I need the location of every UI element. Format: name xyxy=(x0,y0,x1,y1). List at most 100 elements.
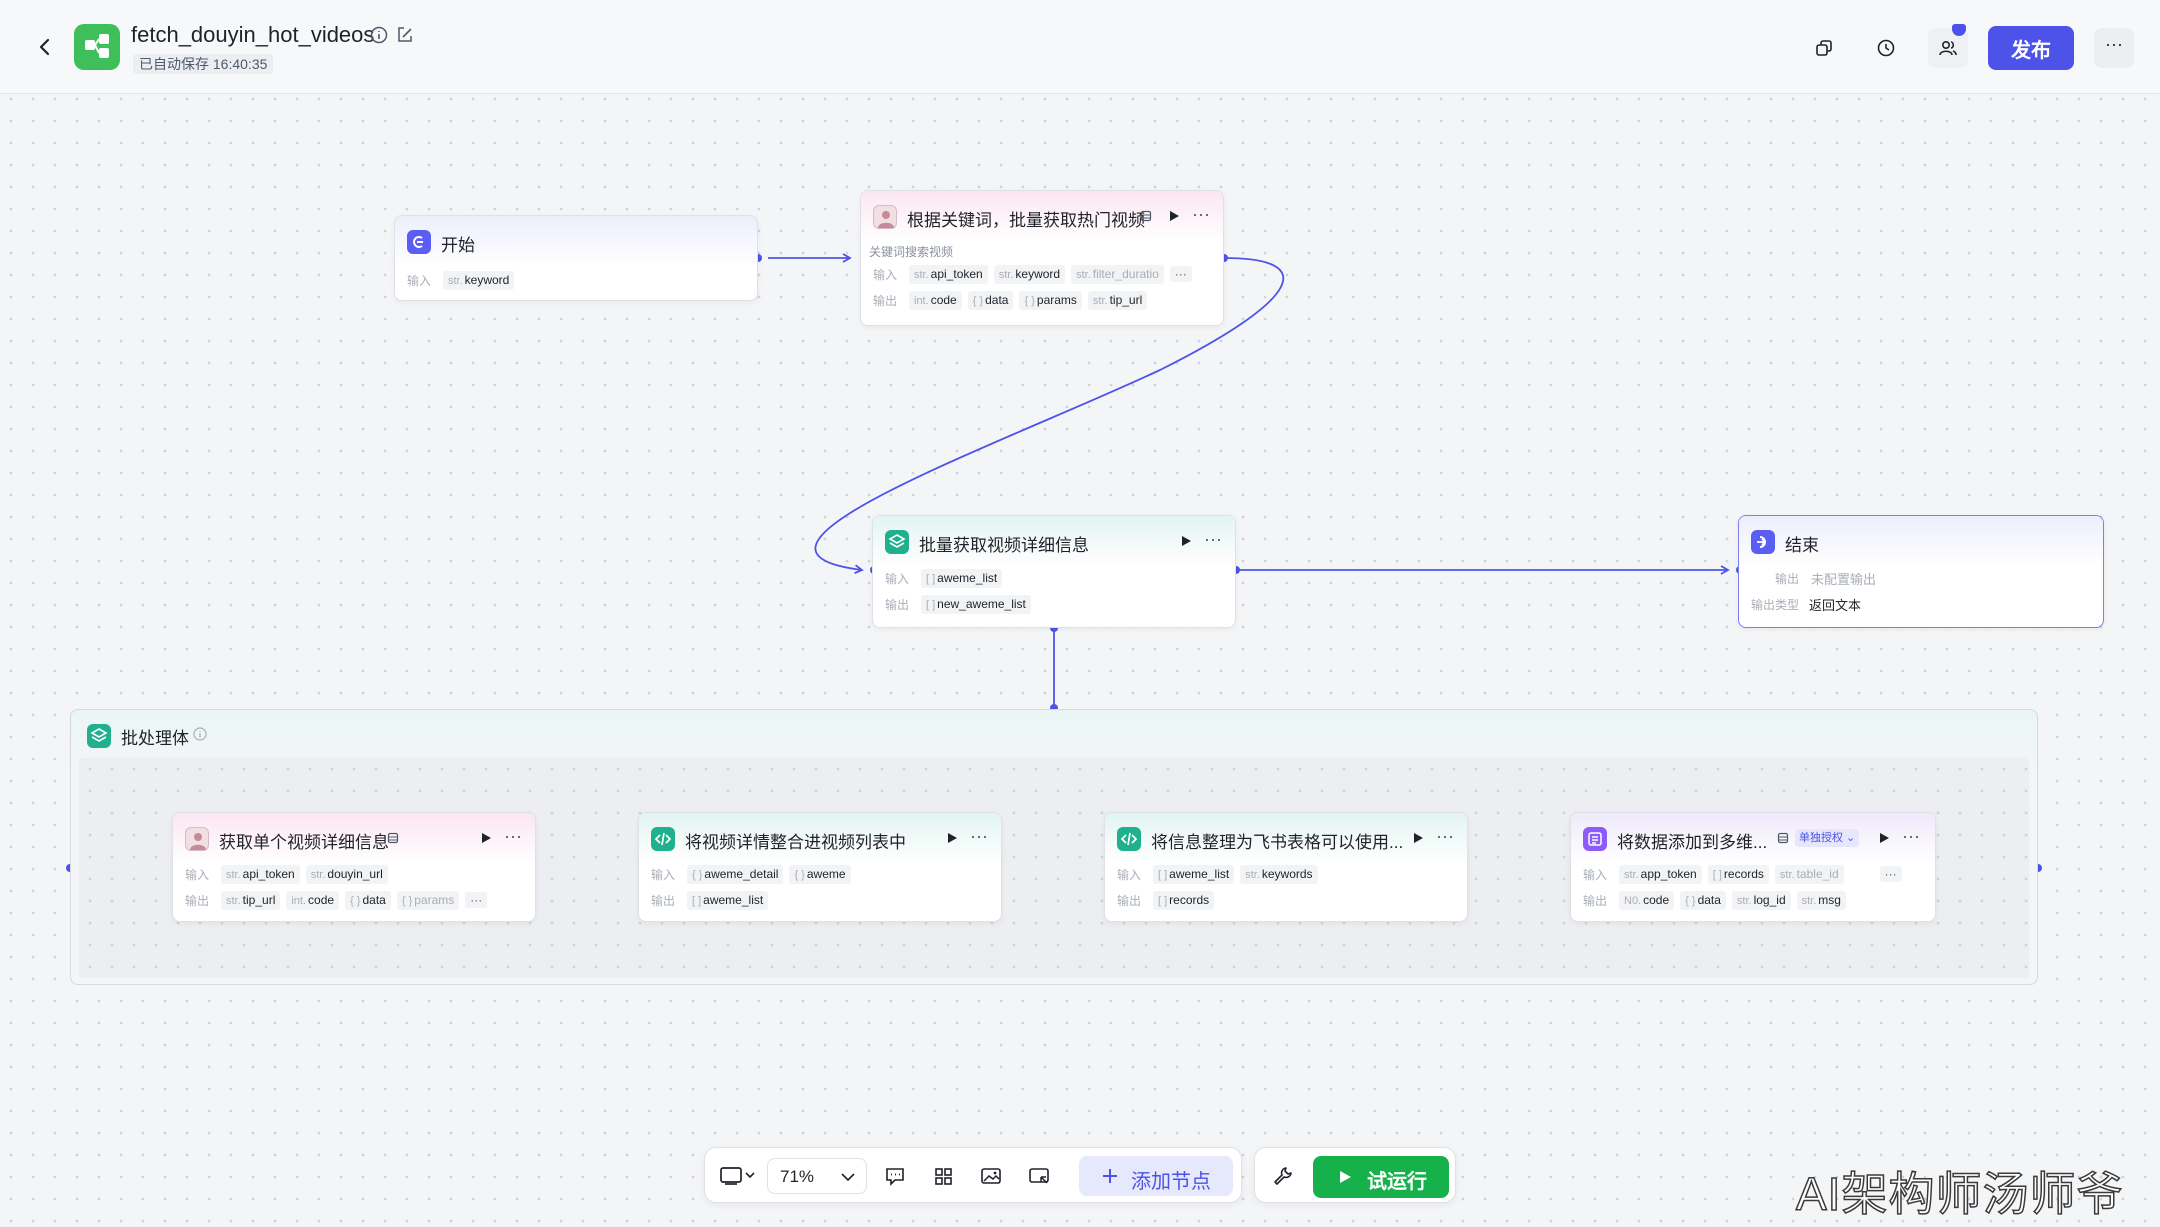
output-label: 输出 xyxy=(873,293,898,308)
node-outputs: 输出 str.tip_url int.code { }data { }param… xyxy=(185,889,488,911)
debug-tools-button[interactable] xyxy=(1269,1162,1297,1190)
param-tag: { }data xyxy=(967,290,1014,310)
node-search-videos[interactable]: 根据关键词，批量获取热门视频 ··· 关键词搜索视频 输入 str.api_to… xyxy=(860,190,1224,326)
watermark-text: AI架构师汤师爷 xyxy=(1795,1167,2124,1221)
node-title: 获取单个视频详细信息 xyxy=(219,833,389,852)
image-icon xyxy=(981,1168,1001,1184)
run-toolbar: 试运行 xyxy=(1254,1147,1456,1203)
param-tag: [ ]aweme_list xyxy=(921,568,1003,588)
auto-layout-button[interactable] xyxy=(929,1162,957,1190)
workflow-icon xyxy=(85,34,109,58)
node-start[interactable]: 开始 输入 str.keyword xyxy=(394,215,758,301)
node-header: 将信息整理为飞书表格可以使用... ··· xyxy=(1105,813,1467,863)
param-tag: N0.code xyxy=(1619,890,1675,910)
input-label: 输入 xyxy=(1583,867,1608,882)
zoom-value: 71% xyxy=(780,1167,815,1186)
history-icon xyxy=(1877,39,1895,57)
copy-button[interactable] xyxy=(1804,28,1844,68)
node-title: 将数据添加到多维... xyxy=(1617,833,1768,852)
node-get-video-detail[interactable]: 获取单个视频详细信息 ··· 输入 str.api_token str.douy… xyxy=(172,812,536,922)
play-icon[interactable] xyxy=(1877,831,1891,845)
workflow-title: fetch_douyin_hot_videos xyxy=(131,22,375,47)
play-icon[interactable] xyxy=(945,831,959,845)
param-tag: str.app_token xyxy=(1619,864,1702,884)
node-batch-fetch-details[interactable]: 批量获取视频详细信息 ··· 输入 [ ]aweme_list 输出 [ ]ne… xyxy=(872,515,1236,628)
node-header: 根据关键词，批量获取热门视频 ··· xyxy=(861,191,1223,241)
comment-button[interactable] xyxy=(881,1162,909,1190)
output-value: 未配置输出 xyxy=(1811,571,1877,587)
param-tag: { }params xyxy=(396,890,460,910)
node-merge-details[interactable]: 将视频详情整合进视频列表中 ··· 输入 { }aweme_detail { }… xyxy=(638,812,1002,922)
play-icon[interactable] xyxy=(1179,534,1193,548)
diamond-badge-icon xyxy=(1952,24,1966,36)
input-label: 输入 xyxy=(885,571,910,586)
param-tag: { }params xyxy=(1019,290,1082,310)
canvas-toolbar: 71% 添加节点 xyxy=(704,1147,1242,1203)
output-label: 输出 xyxy=(1583,893,1608,908)
input-label: 输入 xyxy=(407,273,432,288)
plugin-avatar-icon xyxy=(873,205,897,229)
database-icon xyxy=(1777,832,1789,844)
param-tag: [ ]new_aweme_list xyxy=(921,594,1031,614)
param-tag: int.code xyxy=(286,890,340,910)
history-button[interactable] xyxy=(1866,28,1906,68)
auth-badge[interactable]: 单独授权 ⌄ xyxy=(1795,829,1860,847)
node-more-button[interactable]: ··· xyxy=(1204,529,1222,549)
back-button[interactable] xyxy=(30,30,60,64)
info-icon[interactable] xyxy=(370,26,388,44)
input-label: 输入 xyxy=(873,267,898,282)
layout-mode-button[interactable] xyxy=(717,1162,757,1190)
node-header: 将数据添加到多维... 单独授权 ⌄ ··· xyxy=(1571,813,1935,863)
node-inputs: 输入 { }aweme_detail { }aweme xyxy=(651,863,857,885)
top-bar: fetch_douyin_hot_videos 已自动保存 16:40:35 发… xyxy=(0,0,2160,94)
end-output: 输出 未配置输出 xyxy=(1775,567,1876,589)
node-more-button[interactable]: ··· xyxy=(970,826,988,846)
node-header: 获取单个视频详细信息 ··· xyxy=(173,813,535,863)
publish-button[interactable]: 发布 xyxy=(1988,26,2074,70)
play-icon[interactable] xyxy=(1167,209,1181,223)
node-header: 结束 xyxy=(1739,516,2103,566)
info-icon[interactable] xyxy=(193,727,207,741)
minimap-button[interactable] xyxy=(977,1162,1005,1190)
more-params-tag[interactable]: ··· xyxy=(465,892,488,908)
zoom-select[interactable]: 71% xyxy=(767,1158,867,1194)
preview-button[interactable] xyxy=(1025,1162,1053,1190)
more-params-tag[interactable]: ··· xyxy=(1879,866,1902,882)
node-header: 将视频详情整合进视频列表中 ··· xyxy=(639,813,1001,863)
node-title: 批量获取视频详细信息 xyxy=(919,536,1089,555)
end-output-type: 输出类型 返回文本 xyxy=(1751,593,1861,615)
output-label: 输出 xyxy=(1117,893,1142,908)
node-more-button[interactable]: ··· xyxy=(1436,826,1454,846)
node-more-button[interactable]: ··· xyxy=(1192,204,1210,224)
output-label: 输出 xyxy=(651,893,676,908)
more-button[interactable]: ··· xyxy=(2094,28,2134,68)
play-icon[interactable] xyxy=(1411,831,1425,845)
add-node-button[interactable]: 添加节点 xyxy=(1079,1156,1233,1196)
edit-icon[interactable] xyxy=(396,26,414,44)
param-tag: str.table_id xyxy=(1774,864,1844,884)
param-tag: str.keyword xyxy=(443,270,515,290)
param-tag: str.keyword xyxy=(993,264,1066,284)
node-more-button[interactable]: ··· xyxy=(504,826,522,846)
chevron-left-icon xyxy=(39,38,50,56)
batch-body-title: 批处理体 xyxy=(121,729,189,748)
node-format-records[interactable]: 将信息整理为飞书表格可以使用... ··· 输入 [ ]aweme_list s… xyxy=(1104,812,1468,922)
screen-cursor-icon xyxy=(1029,1168,1049,1184)
app-logo xyxy=(74,24,120,70)
collaborators-button[interactable] xyxy=(1928,24,1968,68)
node-end[interactable]: 结束 输出 未配置输出 输出类型 返回文本 xyxy=(1738,515,2104,628)
node-more-button[interactable]: ··· xyxy=(1902,826,1920,846)
node-title: 根据关键词，批量获取热门视频 xyxy=(907,211,1145,230)
more-params-tag[interactable]: ··· xyxy=(1169,266,1192,282)
test-run-button[interactable]: 试运行 xyxy=(1313,1156,1449,1198)
param-tag: { }data xyxy=(345,890,391,910)
database-icon xyxy=(387,832,399,844)
node-outputs: 输出 [ ]aweme_list xyxy=(651,889,774,911)
node-outputs: 输出 [ ]new_aweme_list xyxy=(885,593,1037,615)
input-label: 输入 xyxy=(185,867,210,882)
play-icon[interactable] xyxy=(479,831,493,845)
param-tag: str.tip_url xyxy=(221,890,281,910)
node-add-to-bitable[interactable]: 将数据添加到多维... 单独授权 ⌄ ··· 输入 str.app_token … xyxy=(1570,812,1936,922)
node-inputs: 输入 str.api_token str.douyin_url xyxy=(185,863,394,885)
node-title: 开始 xyxy=(441,236,475,255)
